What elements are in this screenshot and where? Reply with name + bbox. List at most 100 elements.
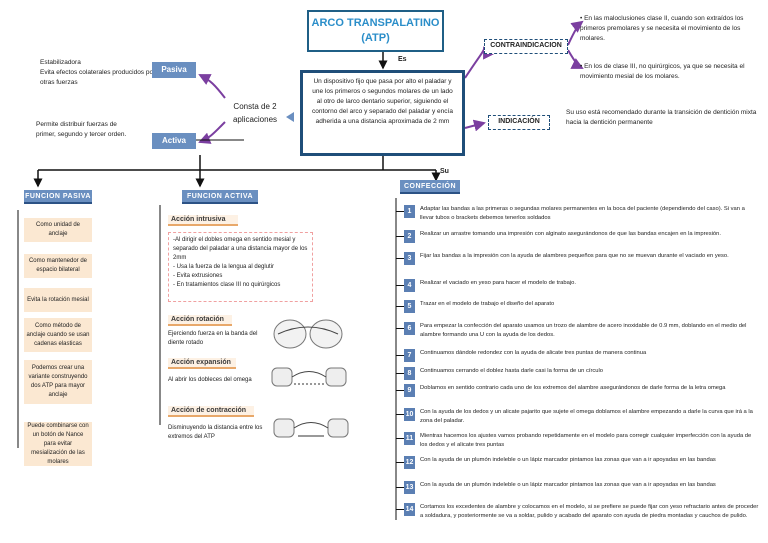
step-number: 7 (404, 349, 415, 362)
contraindicacion-box: CONTRAINDICACION (484, 39, 568, 54)
rotacion-text: Ejerciendo fuerza en la banda del diente… (168, 331, 258, 346)
step-connector (396, 373, 404, 374)
step-text: Trazar en el modelo de trabajo el diseño… (420, 301, 555, 307)
dental-arch-icon (273, 319, 343, 349)
indicacion-box: INDICACIÓN (488, 115, 550, 130)
step-text: Con la ayuda de los dedos y un alicate p… (420, 409, 753, 424)
intrusiva-bullet: - Usa la fuerza de la lengua al deglutir (173, 264, 275, 270)
step-text: Para empezar la confección del aparato u… (420, 323, 747, 338)
step-number: 4 (404, 279, 415, 292)
step-number: 6 (404, 322, 415, 335)
consta-label: Consta de 2 aplicaciones (232, 102, 278, 124)
pasiva-item: Como método de anclaje cuando se usan ca… (24, 318, 92, 352)
pasiva-item: Evita la rotación mesial (24, 288, 92, 312)
step-text: Adaptar las bandas a las primeras o segu… (420, 206, 745, 221)
arrow-contra-2 (567, 49, 584, 69)
confeccion-header: CONFECCIÓN (400, 180, 460, 194)
confeccion-step: 5 Trazar en el modelo de trabajo el diseñ… (404, 300, 760, 313)
accion-intrusiva-head: Acción intrusiva (168, 215, 238, 226)
accion-expansion-head: Acción expansión (168, 358, 236, 369)
intrusiva-bullet: - Evita extrusiones (173, 273, 223, 279)
su-label: Su (440, 168, 449, 175)
step-number: 1 (404, 205, 415, 218)
step-text: Realizar el vaciado en yeso para hacer e… (420, 280, 576, 286)
pasiva-item: Como unidad de anclaje (24, 218, 92, 242)
pasiva-item: Puede combinarse con un botón de Nance p… (24, 422, 92, 466)
step-number: 12 (404, 456, 415, 469)
bullet-icon: • (580, 63, 585, 70)
arrow-to-pasiva (198, 74, 226, 99)
title-line1: ARCO TRANSPALATINO (311, 17, 440, 29)
activa-pill: Activa (152, 133, 196, 149)
arrow-to-activa (198, 121, 226, 144)
contra-item-2: • En los de clase III, no quirúrgicos, y… (580, 63, 745, 80)
accion-rotacion-head: Acción rotación (168, 315, 232, 326)
expansion-figure (270, 362, 348, 392)
pasiva-item: Podemos crear una variante construyendo … (24, 360, 92, 404)
arrow-to-contra (464, 46, 494, 79)
funcion-activa-header: FUNCION ACTIVA (182, 190, 258, 204)
molar-arch-icon (271, 367, 347, 387)
rotacion-figure (268, 316, 348, 352)
funcion-pasiva-header: FUNCION PASIVA (24, 190, 92, 204)
step-text: Con la ayuda de un plumón indeleble o un… (420, 482, 716, 488)
contra-item-1: • En las maloclusiones clase II, cuando … (580, 15, 744, 42)
step-text: Doblamos en sentido contrario cada uno d… (420, 385, 726, 391)
step-connector (396, 258, 404, 259)
confeccion-step: 4 Realizar el vaciado en yeso para hacer … (404, 279, 760, 292)
title-line2: (ATP) (361, 32, 390, 44)
step-connector (396, 438, 404, 439)
confeccion-step: 14 Cortamos los excedentes de alambre y c… (404, 503, 760, 520)
step-connector (396, 487, 404, 488)
step-connector (396, 414, 404, 415)
step-connector (396, 509, 404, 510)
step-number: 9 (404, 384, 415, 397)
confeccion-step: 13 Con la ayuda de un plumón indeleble o … (404, 481, 760, 494)
step-text: Mientras hacemos los ajustes vamos proba… (420, 433, 752, 448)
confeccion-step: 9 Doblamos en sentido contrario cada uno … (404, 384, 760, 397)
activa-note: Permite distribuir fuerzas de primer, se… (36, 121, 127, 138)
arrow-to-indic (464, 119, 486, 132)
step-number: 8 (404, 367, 415, 380)
step-number: 13 (404, 481, 415, 494)
molar-arch-icon (273, 418, 349, 438)
pasiva-note: Estabilizadora Evita efectos colaterales… (40, 59, 156, 86)
step-number: 5 (404, 300, 415, 313)
expansion-text: Al abrir los dobleces del omega (168, 377, 252, 383)
step-connector (396, 462, 404, 463)
step-connector (396, 236, 404, 237)
es-label: Es (398, 56, 407, 63)
step-connector (396, 285, 404, 286)
contraccion-figure (272, 412, 350, 444)
intrusiva-bullet: - En tratamientos clase III no quirúrgic… (173, 282, 281, 288)
accion-contraccion-head: Acción de contracción (168, 406, 254, 417)
confeccion-step: 11 Mientras hacemos los ajustes vamos pro… (404, 432, 760, 449)
confeccion-step: 6 Para empezar la confección del aparato … (404, 322, 760, 339)
step-number: 10 (404, 408, 415, 421)
step-text: Continuamos dándole redondez con la ayud… (420, 350, 647, 356)
contraccion-text: Disminuyendo la distancia entre los extr… (168, 425, 263, 440)
intrusiva-bullet: -Al dirigir el dobles omega en sentido m… (173, 237, 308, 261)
step-text: Continuamos cerrando el doblez hasta dar… (420, 368, 604, 374)
confeccion-step: 7 Continuamos dándole redondez con la ayu… (404, 349, 760, 362)
step-connector (396, 390, 404, 391)
step-text: Fijar las bandas a la impresión con la a… (420, 253, 729, 259)
confeccion-step: 10 Con la ayuda de los dedos y un alicate… (404, 408, 760, 425)
consta-pointer (286, 112, 294, 122)
intrusiva-box: -Al dirigir el dobles omega en sentido m… (168, 232, 313, 302)
step-text: Cortamos los excedentes de alambre y col… (420, 504, 759, 519)
indicacion-text: Su uso está recomendado durante la trans… (566, 109, 757, 126)
confeccion-step: 8 Continuamos cerrando el doblez hasta da… (404, 367, 760, 380)
step-text: Realizar un arrastre tomando una impresi… (420, 231, 721, 237)
pasiva-pill: Pasiva (152, 62, 196, 78)
step-connector (396, 355, 404, 356)
step-number: 14 (404, 503, 415, 516)
step-number: 11 (404, 432, 415, 445)
pasiva-item: Como mantenedor de espacio bilateral (24, 254, 92, 278)
definition-box: Un dispositivo fijo que pasa por alto el… (300, 70, 465, 156)
step-connector (396, 328, 404, 329)
